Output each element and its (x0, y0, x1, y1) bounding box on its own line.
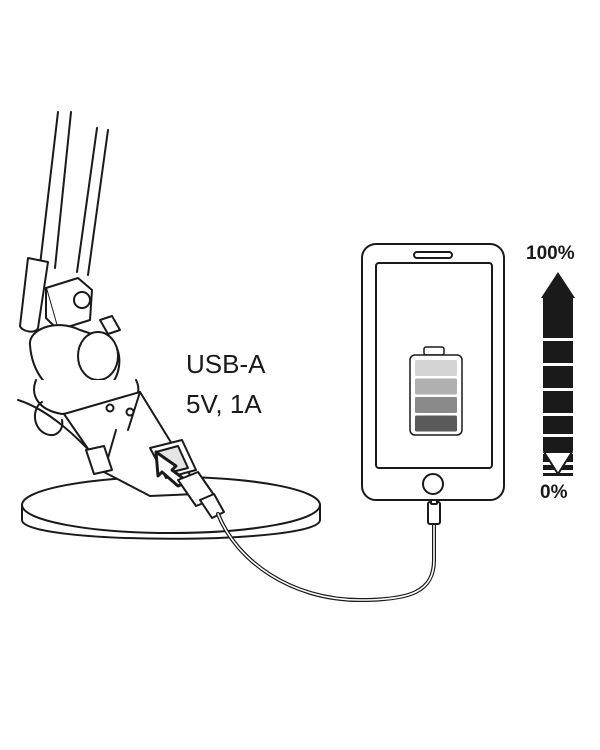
charge-scale-block (543, 366, 573, 388)
lamp-handle (19, 257, 49, 333)
lamp-power-plug (85, 445, 113, 475)
battery-level (415, 360, 457, 432)
phone-home-button (422, 473, 444, 495)
charge-scale (541, 272, 575, 476)
arrow-up-icon (541, 272, 575, 298)
charge-scale-block (543, 298, 573, 338)
phone-speaker (413, 251, 453, 259)
arrow-plug-in-icon (154, 450, 190, 488)
lamp-pivot-cap (77, 331, 119, 381)
charge-full-label: 100% (526, 243, 575, 264)
battery-segment (415, 415, 457, 432)
lamp-joint-knob (73, 291, 91, 309)
desk-lamp-icon (17, 111, 321, 540)
lamp-arm-rod (54, 111, 72, 269)
usb-type-label: USB-A (186, 349, 266, 379)
charge-scale-block (543, 437, 573, 451)
lamp-screw (105, 403, 115, 413)
battery-terminal (423, 346, 445, 356)
lamp-hook (34, 401, 64, 436)
lamp-arm-rod (87, 129, 109, 276)
cable-wire-core (217, 513, 435, 601)
lamp-pivot-clip (99, 315, 121, 335)
charge-scale-blocks (543, 298, 573, 476)
usb-spec-label: 5V, 1A (186, 389, 262, 419)
battery-segment (415, 360, 457, 376)
lamp-screw (125, 407, 135, 417)
lightning-plug (427, 501, 441, 525)
charge-scale-block (543, 391, 573, 413)
battery-segment (415, 397, 457, 413)
battery-icon (409, 346, 463, 436)
lamp-arm-rod (39, 111, 59, 266)
charge-scale-block (543, 416, 573, 434)
charge-empty-label: 0% (540, 482, 568, 503)
battery-segment (415, 378, 457, 395)
charge-scale-block (543, 341, 573, 363)
lamp-arm-rod (76, 127, 98, 273)
usb-cable-icon (177, 471, 441, 602)
arrow-down-icon (543, 451, 573, 475)
